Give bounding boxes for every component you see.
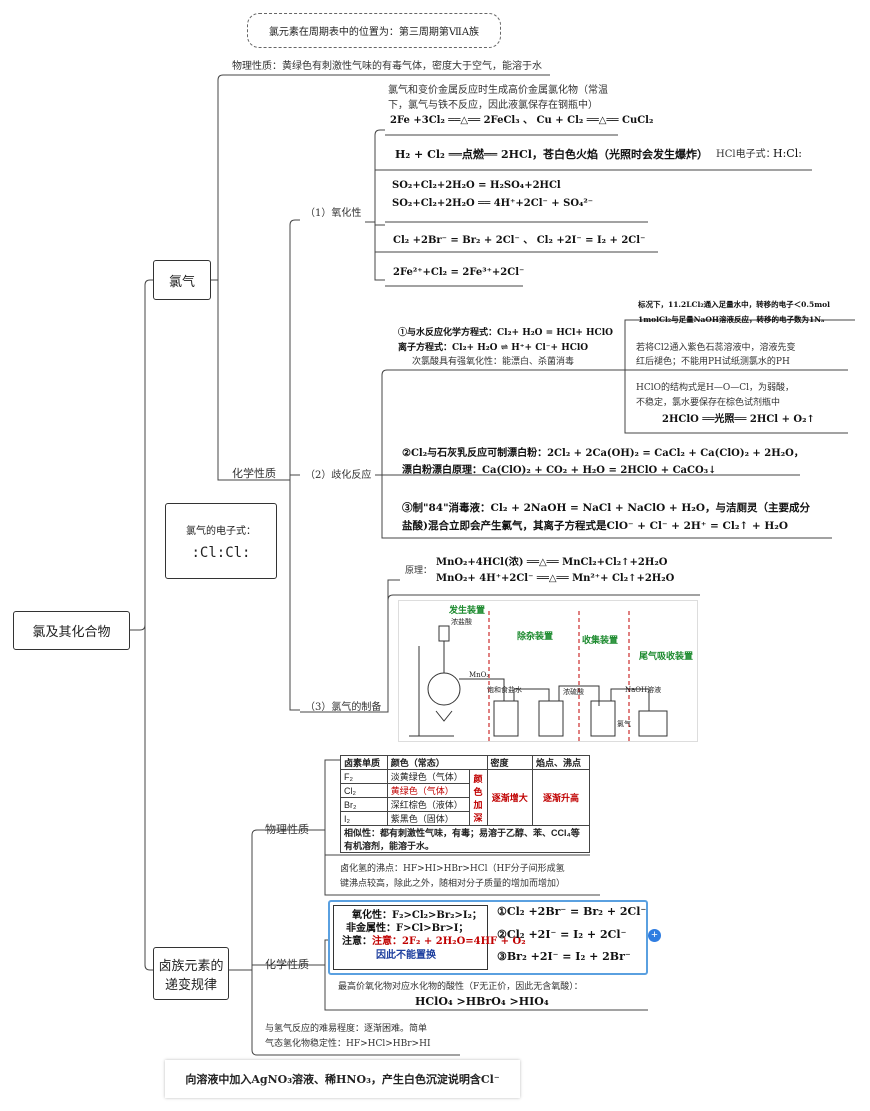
chlorine-physical: 物理性质：黄绿色有刺激性气味的有毒气体，密度大于空气，能溶于水 <box>232 61 542 72</box>
react-1: ①Cl₂ +2Br⁻ = Br₂ + 2Cl⁻ <box>497 905 647 918</box>
label-purify: 除杂装置 <box>517 631 554 641</box>
oxidation-group <box>328 900 648 975</box>
preparation-label: （3）氯气的制备 <box>305 702 382 713</box>
acid-order: HClO₄ >HBrO₄ >HIO₄ <box>415 995 549 1008</box>
label-generator: 发生装置 <box>449 605 486 615</box>
label-naoh: NaOH溶液 <box>625 686 662 694</box>
position-note-text: 氯元素在周期表中的位置为：第三周期第ⅦA族 <box>268 27 480 38</box>
nonmetal-order: 非金属性：F>Cl>Br>I； <box>346 923 469 934</box>
eq-fe-cu: 2Fe +3Cl₂ ══△══ 2FeCl₃ 、 Cu + Cl₂ ══△══ … <box>390 115 654 126</box>
litmus-note-1: 若将Cl2通入紫色石蕊溶液中，溶液先变 <box>636 343 796 353</box>
label-tail: 尾气吸收装置 <box>639 651 694 661</box>
expand-icon[interactable]: + <box>648 929 661 942</box>
prep-eq-1: MnO₂+4HCl(浓) ══△══ MnCl₂+Cl₂↑+2H₂O <box>436 557 668 568</box>
bleach-eq-1: ②Cl₂与石灰乳反应可制漂白粉：2Cl₂ + 2Ca(OH)₂ = CaCl₂ … <box>402 448 804 459</box>
th-element: 卤素单质 <box>340 755 388 770</box>
eq-halide: Cl₂ +2Br⁻ = Br₂ + 2Cl⁻ 、 Cl₂ +2I⁻ = I₂ +… <box>393 235 646 246</box>
th-density: 密度 <box>486 755 533 770</box>
acid-note: 最高价氧化物对应水化物的酸性（F无正价，因此无含氧酸）： <box>338 982 583 992</box>
row-i2-name: I₂ <box>340 811 388 826</box>
halogen-table: 卤素单质 颜色（常态） 密度 焰点、沸点 F₂ 淡黄绿色（气体） 颜色加深 逐渐… <box>340 755 591 853</box>
halogen-table-wrap: 卤素单质 颜色（常态） 密度 焰点、沸点 F₂ 淡黄绿色（气体） 颜色加深 逐渐… <box>340 755 591 853</box>
similarity-row: 相似性：都有刺激性气味，有毒；易溶于乙醇、苯、CCl₄等有机溶剂，能溶于水。 <box>340 825 590 853</box>
eq-h2-cl2: H₂ + Cl₂ ══点燃══ 2HCl，苍白色火焰（光照时会发生爆炸） <box>395 148 708 161</box>
halogen-label-1: 卤族元素的 <box>158 958 224 974</box>
react-3: ③Br₂ +2I⁻ = I₂ + 2Br⁻ <box>497 950 631 963</box>
disproportionation-label: （2）歧化反应 <box>305 470 372 481</box>
bottom-note: 向溶液中加入AgNO₃溶液、稀HNO₃，产生白色沉淀说明含Cl⁻ <box>185 1073 500 1086</box>
water-note: 次氯酸具有强氧化性：能漂白、杀菌消毒 <box>412 357 575 367</box>
std-note-1: 标况下，11.2LCl₂通入足量水中，转移的电子＜0.5mol <box>638 300 830 309</box>
root-label: 氯及其化合物 <box>32 625 111 640</box>
hcl-electron-formula: H:Cl: <box>773 147 802 160</box>
label-sat-nacl: 饱和食盐水 <box>487 686 522 694</box>
eq-fe2: 2Fe²⁺+Cl₂ = 2Fe³⁺+2Cl⁻ <box>393 267 525 278</box>
h2-note-1: 与氢气反应的难易程度：逐渐困难。简单 <box>265 1024 428 1034</box>
metal-note-1: 氯气和变价金属反应时生成高价金属氯化物（常温 <box>388 85 608 96</box>
h2-note-2: 气态氢化物稳定性：HF>HCl>HBr>HI <box>265 1039 431 1049</box>
chlorine-chemical-label: 化学性质 <box>232 467 276 480</box>
chlorine-label: 氯气 <box>168 274 195 290</box>
th-color: 颜色（常态） <box>386 755 488 770</box>
trend-density: 逐渐增大 <box>486 769 533 826</box>
hclo-note-2: 不稳定，氯水要保存在棕色试剂瓶中 <box>636 398 781 408</box>
hx-bp-2: 键沸点较高，除此之外，随相对分子质量的增加而增加） <box>340 879 566 889</box>
halogen-physical-label: 物理性质 <box>265 823 309 836</box>
hclo-note-1: HClO的结构式是H—O—Cl，为弱酸， <box>636 383 794 393</box>
prep-eq-2: MnO₂+ 4H⁺+2Cl⁻ ══△══ Mn²⁺+ Cl₂↑+2H₂O <box>436 573 675 584</box>
oxid-order: 氧化性：F₂>Cl₂>Br₂>I₂； <box>352 910 482 921</box>
oxidation-inner-box: 氧化性：F₂>Cl₂>Br₂>I₂； 非金属性：F>Cl>Br>I； 注意：注意… <box>333 905 526 970</box>
row-cl2-name: Cl₂ <box>340 783 388 798</box>
halogen-chemical-label: 化学性质 <box>265 958 309 971</box>
position-note: 氯元素在周期表中的位置为：第三周期第ⅦA族 <box>247 13 501 48</box>
litmus-note-2: 红后褪色；不能用PH试纸测氯水的PH <box>636 357 790 367</box>
principle-label: 原理： <box>405 566 433 576</box>
chlorine-node[interactable]: 氯气 <box>153 260 211 300</box>
row-br2-color: 深红棕色（液体） <box>386 797 470 812</box>
disinfectant-eq-2: 盐酸)混合立即会产生氯气，其离子方程式是ClO⁻ + Cl⁻ + 2H⁺ = C… <box>402 520 789 532</box>
water-eq-1: ①与水反应化学方程式：Cl₂+ H₂O = HCl+ HClO <box>398 328 613 338</box>
eq-so2-1: SO₂+Cl₂+2H₂O = H₂SO₄+2HCl <box>392 180 561 191</box>
std-note-2: 1molCl₂与足量NaOH溶液反应，转移的电子数为1Nₐ <box>638 315 825 324</box>
hcl-electron-label: HCl电子式： <box>716 149 776 160</box>
apparatus-svg <box>409 611 668 741</box>
electron-label: 氯气的电子式： <box>186 525 256 537</box>
root-node[interactable]: 氯及其化合物 <box>13 611 130 650</box>
oxidizing-label: （1）氧化性 <box>305 208 362 219</box>
label-collect: 收集装置 <box>582 635 619 645</box>
trend-bp: 逐渐升高 <box>531 769 591 826</box>
chlorine-electron-box: 氯气的电子式： :Cl:Cl: <box>165 503 277 579</box>
hclo-decomp-eq: 2HClO ══光照══ 2HCl + O₂↑ <box>662 414 815 425</box>
hx-bp-1: 卤化氢的沸点：HF>HI>HBr>HCl（HF分子间形成氢 <box>340 864 565 874</box>
label-conc-hcl: 浓盐酸 <box>451 618 472 626</box>
row-cl2-color: 黄绿色（气体） <box>386 783 470 798</box>
fluorine-note: 注意：注意：2F₂ + 2H₂O=4HF + O₂ <box>342 936 526 947</box>
row-f2-name: F₂ <box>340 769 388 784</box>
label-conc-h2so4: 浓硫酸 <box>563 688 584 696</box>
halogen-label-2: 递变规律 <box>164 977 217 993</box>
label-cl2: 氯气 <box>617 720 631 728</box>
th-bp: 焰点、沸点 <box>531 755 591 770</box>
apparatus-diagram: 发生装置 除杂装置 收集装置 尾气吸收装置 浓盐酸 MnO₂ 饱和食盐水 浓硫酸… <box>398 600 698 742</box>
bleach-eq-2: 漂白粉漂白原理：Ca(ClO)₂ + CO₂ + H₂O = 2HClO + C… <box>402 465 717 476</box>
row-i2-color: 紫黑色（固体） <box>386 811 470 826</box>
cannot-replace: 因此不能置换 <box>376 950 436 961</box>
electron-formula: :Cl:Cl: <box>191 544 251 561</box>
trend-color: 颜色加深 <box>468 769 488 826</box>
row-f2-color: 淡黄绿色（气体） <box>386 769 470 784</box>
halogen-node[interactable]: 卤族元素的 递变规律 <box>153 947 229 1000</box>
row-br2-name: Br₂ <box>340 797 388 812</box>
eq-so2-2: SO₂+Cl₂+2H₂O ══ 4H⁺+2Cl⁻ + SO₄²⁻ <box>392 198 594 209</box>
fluorine-note-eq: 注意：2F₂ + 2H₂O=4HF + O₂ <box>372 936 526 947</box>
metal-note-2: 下，氯气与铁不反应，因此液氯保存在钢瓶中） <box>388 100 598 111</box>
label-mno2: MnO₂ <box>469 671 490 679</box>
bottom-note-box: 向溶液中加入AgNO₃溶液、稀HNO₃，产生白色沉淀说明含Cl⁻ <box>165 1060 520 1098</box>
react-2: ②Cl₂ +2I⁻ = I₂ + 2Cl⁻ <box>497 928 627 941</box>
disinfectant-eq-1: ③制"84"消毒液：Cl₂ + 2NaOH = NaCl + NaClO + H… <box>402 502 811 514</box>
water-eq-2: 离子方程式：Cl₂+ H₂O ⇌ H⁺+ Cl⁻+ HClO <box>398 343 589 353</box>
